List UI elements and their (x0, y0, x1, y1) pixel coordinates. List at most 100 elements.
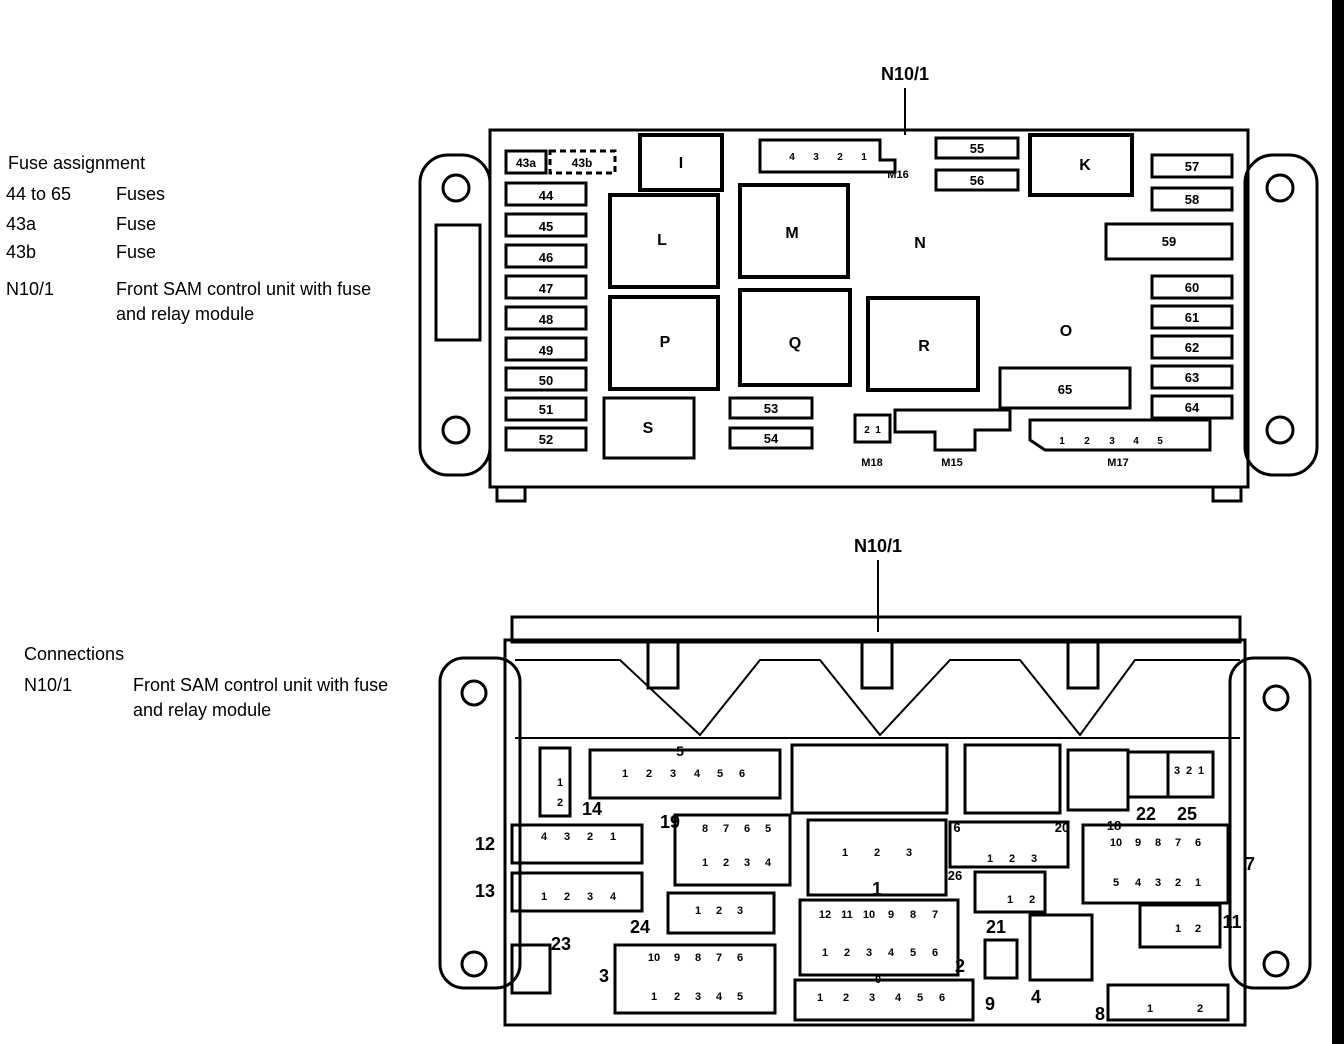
connector-label: 25 (1177, 804, 1197, 824)
pin-label: 6 (939, 992, 945, 1004)
pin-label: 7 (723, 823, 729, 835)
pin-label: 9 (888, 909, 894, 921)
callout-label: N10/1 (854, 536, 902, 556)
fuse-label: 53 (764, 401, 778, 416)
connector-14 (538, 746, 572, 818)
pin-label: 1 (1175, 923, 1181, 935)
housing-ribs (515, 659, 1240, 737)
fuse-label: 55 (970, 141, 984, 156)
connector-label: 5 (676, 743, 684, 759)
small-block (983, 938, 1019, 980)
pin-label: 1 (610, 831, 616, 843)
right-mount-ear (1228, 656, 1312, 990)
fuse-label: 57 (1185, 159, 1199, 174)
pin-label: 2 (587, 831, 593, 843)
connector-label: 6 (953, 820, 960, 835)
fuse-label: 50 (539, 373, 553, 388)
connector-label: 1 (872, 879, 882, 899)
fuse-55 (934, 136, 1020, 160)
pin-label: 3 (587, 891, 593, 903)
connector-label: 26 (948, 868, 962, 883)
connector-label: M18 (861, 457, 882, 469)
fuse-label: 54 (764, 431, 779, 446)
fuse-64 (1150, 394, 1234, 420)
pin-label: 3 (670, 768, 676, 780)
pin-label: 1 (1147, 1003, 1153, 1015)
fuse-63 (1150, 364, 1234, 390)
pin-label: 2 (564, 891, 570, 903)
fuse-legend-title: Fuse assignment (8, 153, 146, 173)
fuse-label: 62 (1185, 340, 1199, 355)
pin-label: 6 (1195, 837, 1201, 849)
pin-label: 3 (813, 152, 819, 163)
connector-label: 20 (1055, 820, 1069, 835)
pin-label: 4 (1133, 436, 1139, 447)
connector-24 (666, 891, 776, 935)
pin-label: 8 (910, 909, 916, 921)
fuse-label: 47 (539, 281, 553, 296)
pin-label: 1 (1007, 894, 1013, 906)
latch (1066, 638, 1100, 690)
fuse-60 (1150, 274, 1234, 300)
pin-label: 6 (744, 823, 750, 835)
fuse-legend-desc: Fuses (116, 184, 166, 204)
pin-label: 1 (875, 425, 881, 436)
pin-label: 2 (874, 847, 880, 859)
fuse-label: 56 (970, 173, 984, 188)
fuse-legend-code: 43a (6, 214, 37, 234)
pin-label: 6 (739, 768, 745, 780)
fuse-44 (504, 181, 588, 207)
pin-label: 5 (717, 768, 723, 780)
connector-m17 (1028, 418, 1212, 452)
relay-label: K (1079, 157, 1091, 174)
pin-label: 8 (695, 952, 701, 964)
relay-k (1028, 133, 1134, 197)
pin-label: 8 (702, 823, 708, 835)
fuse-label: 43b (572, 156, 593, 170)
mount-hole (460, 679, 488, 707)
connector-4 (1028, 913, 1094, 982)
connector-5 (588, 748, 782, 800)
connector-25 (1166, 750, 1215, 799)
fuse-label: 65 (1058, 382, 1072, 397)
pin-label: 2 (646, 768, 652, 780)
pin-label: 1 (651, 991, 657, 1003)
fuse-label: 60 (1185, 280, 1199, 295)
pin-label: 4 (716, 991, 723, 1003)
pin-label: 1 (987, 853, 993, 865)
pin-label: 5 (910, 947, 916, 959)
pin-label: 3 (1031, 853, 1037, 865)
pin-label: 5 (737, 991, 743, 1003)
connector-label: M15 (941, 457, 962, 469)
pin-label: 2 (1175, 877, 1181, 889)
fuse-label: 51 (539, 402, 553, 417)
foot (495, 485, 527, 503)
connector-9 (793, 978, 975, 1022)
connector-13 (510, 871, 644, 913)
pin-label: 1 (1195, 877, 1201, 889)
fuse-51 (504, 396, 588, 422)
relay-l (608, 193, 720, 289)
left-side-slot (434, 223, 482, 342)
connector-label: 23 (551, 934, 571, 954)
pin-label: 9 (1135, 837, 1141, 849)
connector-11 (1138, 903, 1222, 949)
pin-label: 1 (1059, 436, 1065, 447)
fuse-54 (728, 426, 814, 450)
fuse-legend-desc: Front SAM control unit with fuse (116, 279, 372, 299)
relay-r (866, 296, 980, 392)
pin-label: 1 (822, 947, 828, 959)
pin-label: 3 (1109, 436, 1115, 447)
connector-label: 11 (1222, 912, 1241, 932)
foot (1211, 485, 1243, 503)
connector-label: 9 (985, 994, 995, 1014)
connector-19 (673, 813, 792, 887)
connector-m15 (893, 408, 1012, 452)
fuse-43b (548, 149, 617, 175)
connector-label: M16 (887, 169, 908, 181)
fuse-47 (504, 274, 588, 300)
pin-label: 2 (1195, 923, 1201, 935)
connector-21 (973, 870, 1047, 914)
pin-label: 3 (1174, 765, 1180, 777)
fuse-59 (1104, 222, 1234, 261)
